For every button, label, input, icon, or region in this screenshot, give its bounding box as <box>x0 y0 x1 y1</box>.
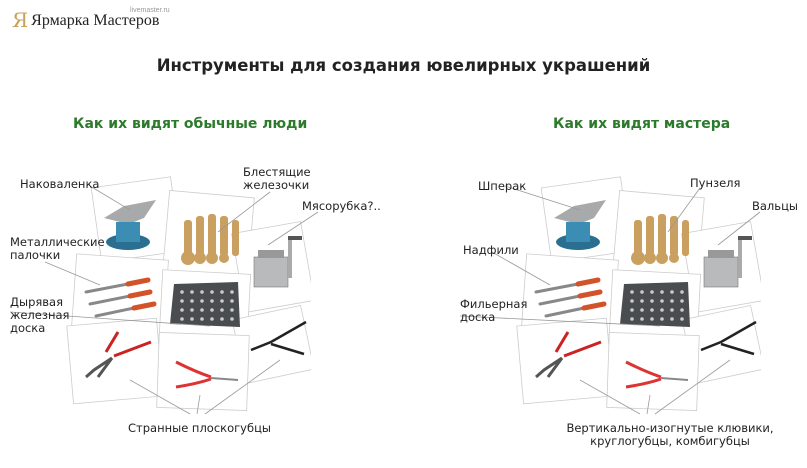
label-mill-left: Мясорубка?.. <box>302 199 381 213</box>
label-files-right: Надфили <box>463 243 519 257</box>
pliers-round-icon <box>625 360 689 389</box>
label-anvil-right: Шперак <box>478 179 527 193</box>
pliers-black-icon <box>250 320 307 356</box>
label-mill-right: Вальцы <box>752 199 798 213</box>
label-punches-left: Блестящие железочки <box>243 165 311 192</box>
logo: Я Ярмарка Мастеров livemaster.ru <box>12 7 170 32</box>
label-plate-right: Фильерная доска <box>460 297 528 324</box>
label-files-left: Металлические палочки <box>10 235 105 262</box>
card-pliers-red <box>156 332 250 411</box>
right-tools-collage <box>516 176 761 411</box>
rolling-mill-icon <box>253 236 302 288</box>
punches-icon <box>181 214 239 265</box>
label-punches-right: Пунзеля <box>690 176 741 190</box>
pliers-black-icon <box>700 320 757 356</box>
logo-text: Ярмарка Мастеров <box>31 12 160 29</box>
draw-plate-icon <box>620 282 690 327</box>
label-pliers-right: Вертикально-изогнутые клювики, круглогуб… <box>566 421 774 448</box>
right-heading: Как их видят мастера <box>553 116 731 132</box>
logo-domain: livemaster.ru <box>130 7 170 14</box>
logo-mark: Я <box>12 8 29 32</box>
label-anvil-left: Наковаленка <box>20 177 100 191</box>
pliers-bent-icon <box>85 331 152 379</box>
rolling-mill-icon <box>703 236 752 288</box>
left-heading: Как их видят обычные люди <box>73 116 308 132</box>
pliers-bent-icon <box>535 331 602 379</box>
anvil-icon <box>554 200 606 250</box>
label-plate-left: Дырявая железная доска <box>10 295 70 335</box>
slide-title: Инструменты для создания ювелирных украш… <box>156 56 651 75</box>
left-tools-collage <box>66 176 311 411</box>
files-icon <box>534 277 607 318</box>
label-pliers-left: Странные плоскогубцы <box>128 421 271 435</box>
card-pliers-red <box>606 332 700 411</box>
pliers-round-icon <box>175 360 239 389</box>
punches-icon <box>631 214 689 265</box>
anvil-icon <box>104 200 156 250</box>
files-icon <box>84 277 157 318</box>
draw-plate-icon <box>170 282 240 327</box>
